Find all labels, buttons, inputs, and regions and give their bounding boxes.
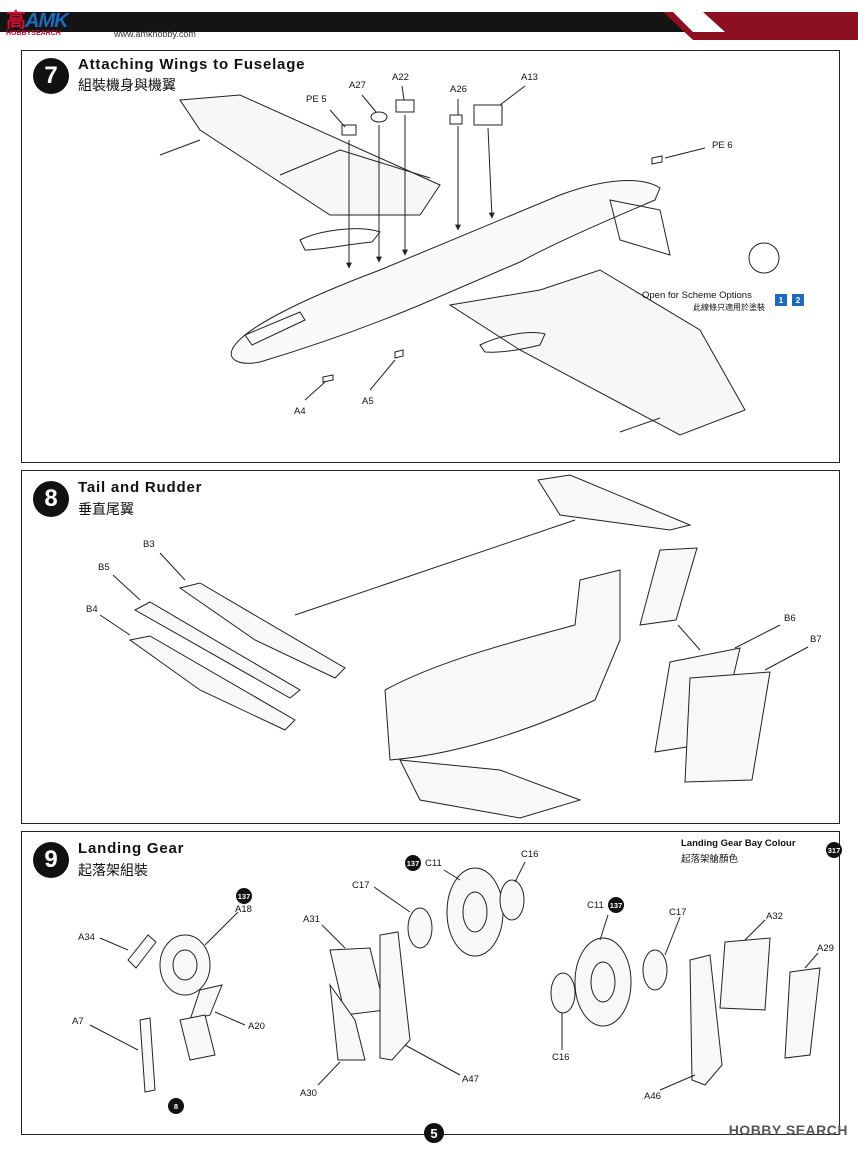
part-label: B6 xyxy=(784,613,796,624)
part-label: PE 6 xyxy=(712,140,733,151)
step-reference-badge: 8 xyxy=(168,1098,184,1114)
hobbysearch-watermark: HOBBY SEARCH xyxy=(728,1122,848,1138)
part-label: A4 xyxy=(294,406,306,417)
part-label: A13 xyxy=(521,72,538,83)
part-label: A5 xyxy=(362,396,374,407)
part-label: A31 xyxy=(303,914,320,925)
part-label: A46 xyxy=(644,1091,661,1102)
part-label: A18 xyxy=(235,904,252,915)
brand-url: www.amkhobby.com xyxy=(114,29,196,39)
step-8-subtitle: 垂直尾翼 xyxy=(78,501,134,517)
step-9-illustration xyxy=(89,861,821,1093)
page-number: 5 xyxy=(424,1123,444,1143)
scheme-option-sub: 此線條只適用於塗裝 xyxy=(693,303,765,312)
gear-bay-colour-sub: 起落架艙顏色 xyxy=(681,854,739,865)
step-7-illustration xyxy=(159,85,780,436)
scheme-option-box-1: 1 xyxy=(775,294,787,306)
gear-bay-colour-label: Landing Gear Bay Colour xyxy=(681,838,796,849)
part-label: B7 xyxy=(810,634,822,645)
part-label: A34 xyxy=(78,932,95,943)
part-label: A7 xyxy=(72,1016,84,1027)
part-label: B5 xyxy=(98,562,110,573)
step-8-illustration xyxy=(99,474,809,819)
paint-code-badge: 317 xyxy=(826,842,842,858)
paint-code-badge: 137 xyxy=(405,855,421,871)
part-label: PE 5 xyxy=(306,94,327,105)
part-label: A29 xyxy=(817,943,834,954)
step-7-title: Attaching Wings to Fuselage xyxy=(78,56,306,73)
part-label: C11 xyxy=(587,900,604,911)
step-7-subtitle: 組裝機身與機翼 xyxy=(78,77,176,93)
part-label: A32 xyxy=(766,911,783,922)
part-label: A26 xyxy=(450,84,467,95)
header-red-stripe xyxy=(663,12,858,40)
part-label: B3 xyxy=(143,539,155,550)
step-9-number: 9 xyxy=(33,842,69,878)
part-label: C17 xyxy=(669,907,687,918)
part-label: A22 xyxy=(392,72,409,83)
step-9-title: Landing Gear xyxy=(78,840,185,857)
step-8-number: 8 xyxy=(33,481,69,517)
part-label: C17 xyxy=(352,880,370,891)
scheme-option-box-2: 2 xyxy=(792,294,804,306)
header-bar xyxy=(0,12,858,32)
brand-logo: 高AMK xyxy=(6,10,69,32)
part-label: A20 xyxy=(248,1021,265,1032)
part-label: A47 xyxy=(462,1074,479,1085)
part-label: B4 xyxy=(86,604,98,615)
site-small-text: HOBBYSEARCH xyxy=(6,30,61,37)
part-label: C11 xyxy=(425,858,442,869)
part-label: A30 xyxy=(300,1088,317,1099)
part-label: C16 xyxy=(552,1052,570,1063)
part-label: C16 xyxy=(521,849,539,860)
scheme-option-label: Open for Scheme Options xyxy=(642,290,752,301)
paint-code-badge: 137 xyxy=(608,897,624,913)
step-7-number: 7 xyxy=(33,58,69,94)
step-9-subtitle: 起落架組裝 xyxy=(78,862,148,878)
paint-code-badge: 137 xyxy=(236,888,252,904)
part-label: A27 xyxy=(349,80,366,91)
step-8-title: Tail and Rudder xyxy=(78,479,203,496)
